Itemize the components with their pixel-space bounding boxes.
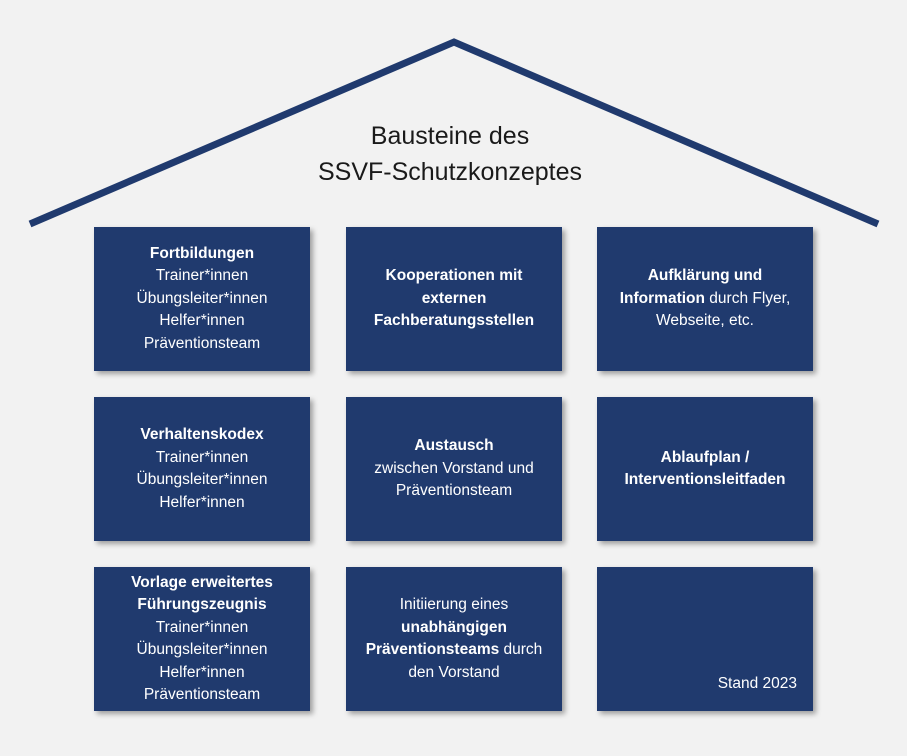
box-item: Übungsleiter*innen <box>136 641 268 658</box>
box-heading-line: Vorlage erweitertes <box>131 573 273 591</box>
box-item: Übungsleiter*innen <box>136 289 268 307</box>
box-text-line: zwischen Vorstand und <box>374 459 534 477</box>
box-heading-line: Kooperationen mit <box>385 267 523 285</box>
box-text-line: Präventionsteam <box>395 482 513 500</box>
box-bold-text: Präventionsteams <box>365 641 500 658</box>
box-text: durch Flyer, <box>704 289 791 307</box>
box-item: Präventionsteam <box>143 686 261 703</box>
stand-label: Stand 2023 <box>717 674 797 692</box>
box-item: Präventionsteam <box>143 334 261 352</box>
box-heading-line: Führungszeugnis <box>137 596 267 613</box>
box-fortbildungen: Fortbildungen Trainer*innen Übungsleiter… <box>94 227 310 371</box>
box-text-line: den Vorstand <box>408 663 500 681</box>
title-line-1: Bausteine des <box>370 122 530 150</box>
diagram-title: Bausteine des SSVF-Schutzkonzeptes <box>280 118 620 190</box>
box-item: Trainer*innen <box>155 448 249 466</box>
box-initiierung: Initiierung eines unabhängigen Präventio… <box>346 567 562 711</box>
box-bold-text: Information <box>619 289 705 307</box>
box-fuehrungszeugnis: Vorlage erweitertes Führungszeugnis Trai… <box>94 567 310 711</box>
box-austausch: Austausch zwischen Vorstand und Präventi… <box>346 397 562 541</box>
box-item: Helfer*innen <box>159 493 245 511</box>
box-heading-line: unabhängigen <box>401 618 507 636</box>
box-item: Übungsleiter*innen <box>136 471 268 488</box>
box-stand: Stand 2023 <box>597 567 813 711</box>
box-kooperationen: Kooperationen mit externen Fachberatungs… <box>346 227 562 371</box>
box-item: Helfer*innen <box>159 312 245 330</box>
box-heading-line: Ablaufplan / <box>660 448 750 466</box>
box-heading: Verhaltenskodex <box>140 426 264 443</box>
box-item: Helfer*innen <box>159 663 245 681</box>
box-aufklaerung: Aufklärung und Information durch Flyer, … <box>597 227 813 371</box>
box-text-line: Initiierung eines <box>399 596 509 613</box>
roof-outline <box>28 38 880 228</box>
box-text: durch <box>499 641 543 658</box>
box-heading: Fortbildungen <box>149 244 255 262</box>
box-text-line: Präventionsteams durch <box>366 639 543 662</box>
box-item: Trainer*innen <box>155 267 249 285</box>
box-ablaufplan: Ablaufplan / Interventionsleitfaden <box>597 397 813 541</box>
box-text-line: Information durch Flyer, <box>620 288 791 311</box>
box-heading: Austausch <box>414 437 494 455</box>
box-heading-line: Fachberatungsstellen <box>373 312 535 330</box>
box-heading-line: externen <box>421 289 487 307</box>
box-heading-line: Aufklärung und <box>647 267 763 285</box>
box-item: Trainer*innen <box>155 618 249 636</box>
box-heading-line: Interventionsleitfaden <box>624 471 786 488</box>
box-verhaltenskodex: Verhaltenskodex Trainer*innen Übungsleit… <box>94 397 310 541</box>
box-text-line: Webseite, etc. <box>656 312 754 330</box>
title-line-2: SSVF-Schutzkonzeptes <box>317 158 582 186</box>
